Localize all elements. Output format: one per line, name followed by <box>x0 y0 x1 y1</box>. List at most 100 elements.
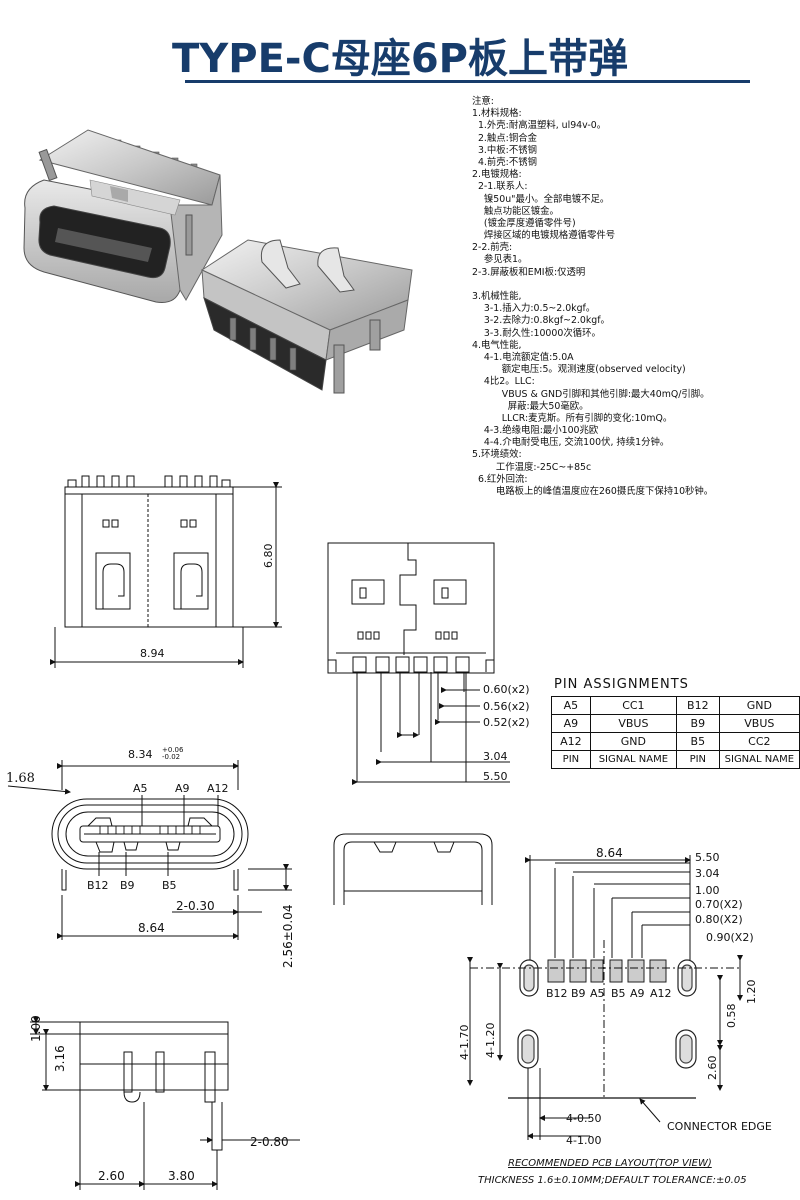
table-cell: GND <box>589 732 677 751</box>
spec-note-line: 4.电气性能, <box>472 339 522 351</box>
bottom-view-drawing <box>327 542 510 785</box>
spec-note-line: 5.环境绩效: <box>472 449 522 461</box>
spec-note-line: (镀金厚度遵循零件号) <box>472 217 576 229</box>
table-cell: A5 <box>551 696 591 715</box>
table-cell: PIN <box>675 750 720 769</box>
spec-note-line: 4-1.电流额定值:5.0A <box>472 351 574 363</box>
pcb-pin-labels: B12 B9 A5 B5 A9 A12 <box>546 987 672 1000</box>
label-b12: B12 <box>87 879 109 892</box>
dim-5-50: 5.50 <box>483 770 508 783</box>
side-profile-drawing <box>30 1017 300 1190</box>
spec-note-line: VBUS & GND引脚和其他引脚:最大40mQ/引脚。 <box>472 388 710 400</box>
table-cell: CC2 <box>718 732 800 751</box>
spec-note-line: 4-4.介电耐受电压, 交流100伏, 持续1分钟。 <box>472 437 670 449</box>
dim-8-64: 8.64 <box>138 921 165 935</box>
dim-2-0-80: 2-0.80 <box>250 1135 289 1149</box>
pcb-layout-drawing <box>467 855 743 1140</box>
pcb-label-a12: A12 <box>650 987 672 1000</box>
pcb-label-b9: B9 <box>571 987 586 1000</box>
table-cell: A9 <box>551 714 591 733</box>
dim-8-34: 8.34 <box>128 748 153 761</box>
dim-1-68: 1.68 <box>6 771 35 786</box>
dim-0-52: 0.52(x2) <box>483 716 530 729</box>
dim-8-34-tol-lower: -0.02 <box>162 753 180 761</box>
spec-note-line: 电路板上的峰值温度应在260摄氏度下保持10秒钟。 <box>472 486 714 497</box>
connector-edge-label: CONNECTOR EDGE <box>667 1120 772 1133</box>
product-photo-front <box>23 129 223 303</box>
pcb-dim-4-1-70: 4-1.70 <box>458 1025 471 1060</box>
dim-3-16: 3.16 <box>53 1045 67 1072</box>
pcb-label-b5: B5 <box>611 987 626 1000</box>
spec-note-line: 3.机械性能, <box>472 291 522 302</box>
dim-6-80: 6.80 <box>262 544 275 569</box>
table-cell: PIN <box>551 750 591 769</box>
table-cell: VBUS <box>589 714 677 733</box>
table-row: PIN SIGNAL NAME PIN SIGNAL NAME <box>551 750 800 769</box>
pcb-label-a9: A9 <box>630 987 645 1000</box>
dim-0-60: 0.60(x2) <box>483 683 530 696</box>
pcb-dim-0-90: 0.90(X2) <box>706 931 754 944</box>
spec-note-line: 2.触点:铜合金 <box>472 132 537 144</box>
spec-note-line: 参见表1。 <box>472 254 528 266</box>
pcb-dim-2-60: 2.60 <box>706 1056 719 1081</box>
pcb-dim-1-20: 1.20 <box>745 980 758 1005</box>
table-row: A5 CC1 B12 GND <box>551 696 800 715</box>
spec-note-line: 镍50u"最小。全部电镀不足。 <box>472 193 610 205</box>
side-view-drawing <box>333 833 493 905</box>
label-b5: B5 <box>162 879 177 892</box>
pin-assignments-table: A5 CC1 B12 GND A9 VBUS B9 VBUS A12 GND B… <box>551 696 800 769</box>
pcb-dim-0-80: 0.80(X2) <box>695 913 743 926</box>
front-view-drawing <box>7 760 292 940</box>
spec-note-line: 焊接区域的电镀规格遵循零件号 <box>472 230 616 242</box>
label-a5: A5 <box>133 782 148 795</box>
pcb-dim-1-00: 1.00 <box>695 884 720 897</box>
pcb-label-b12: B12 <box>546 987 568 1000</box>
dim-2-56: 2.56±0.04 <box>281 905 295 969</box>
spec-note-line: LLCR:麦克斯。所有引脚的变化:10mQ。 <box>472 412 673 424</box>
label-b9: B9 <box>120 879 135 892</box>
spec-note-line: 4-3.绝缘电阻:最小100兆欧 <box>472 425 599 437</box>
spec-note-line: 3.中板:不锈钢 <box>472 144 537 156</box>
spec-notes: 注意:1.材料规格: 1.外壳:耐高温塑料, ul94v-0。 2.触点:铜合金… <box>472 96 797 498</box>
table-cell: GND <box>718 696 800 715</box>
table-row: A12 GND B5 CC2 <box>551 732 800 751</box>
product-photo-rear <box>200 239 413 394</box>
table-cell: B5 <box>675 732 720 751</box>
dim-0-56: 0.56(x2) <box>483 700 530 713</box>
pcb-dim-8-64: 8.64 <box>596 846 623 860</box>
table-cell: B9 <box>675 714 720 733</box>
dim-2-60: 2.60 <box>98 1169 125 1183</box>
spec-note-line: 3-1.插入力:0.5~2.0kgf。 <box>472 303 596 315</box>
pcb-layout-caption: RECOMMENDED PCB LAYOUT(TOP VIEW) <box>508 1158 712 1169</box>
spec-note-line: 2.电镀规格: <box>472 169 522 181</box>
spec-note-line: 屏蔽:最大50毫欧。 <box>472 400 589 412</box>
spec-note-line: 1.材料规格: <box>472 108 522 120</box>
spec-note-line: 3-3.耐久性:10000次循环。 <box>472 327 601 339</box>
table-cell: CC1 <box>589 696 677 715</box>
table-row: A9 VBUS B9 VBUS <box>551 714 800 733</box>
spec-note-line: 6.红外回流: <box>472 473 528 485</box>
page-title: TYPE-C母座6P板上带弹 <box>172 36 628 82</box>
spec-note-line: 1.外壳:耐高温塑料, ul94v-0。 <box>472 120 607 132</box>
pcb-dim-3-04: 3.04 <box>695 867 720 880</box>
dim-3-04: 3.04 <box>483 750 508 763</box>
dim-3-80: 3.80 <box>168 1169 195 1183</box>
spec-note-line: 工作温度:-25C~+85c <box>472 461 592 473</box>
spec-note-line: 3-2.去除力:0.8kgf~2.0kgf。 <box>472 315 610 327</box>
spec-note-line: 2-2.前壳: <box>472 242 513 254</box>
table-cell: VBUS <box>718 714 800 733</box>
spec-note-line: 4.前壳:不锈钢 <box>472 156 537 168</box>
dim-8-34-tol-upper: +0.06 <box>162 746 184 754</box>
dim-8-94: 8.94 <box>140 647 165 660</box>
label-a12: A12 <box>207 782 229 795</box>
spec-note-line: 2-3.屏蔽板和EMI板:仅透明 <box>472 266 586 278</box>
pcb-dim-0-58: 0.58 <box>725 1004 738 1029</box>
pcb-dim-4-0-50: 4-0.50 <box>566 1112 601 1125</box>
pcb-dim-4-1-00: 4-1.00 <box>566 1134 601 1147</box>
spec-note-line: 2-1.联系人: <box>472 181 528 193</box>
label-a9: A9 <box>175 782 190 795</box>
pcb-label-a5: A5 <box>590 987 605 1000</box>
table-cell: SIGNAL NAME <box>718 750 800 769</box>
dim-2-0-30: 2-0.30 <box>176 899 215 913</box>
